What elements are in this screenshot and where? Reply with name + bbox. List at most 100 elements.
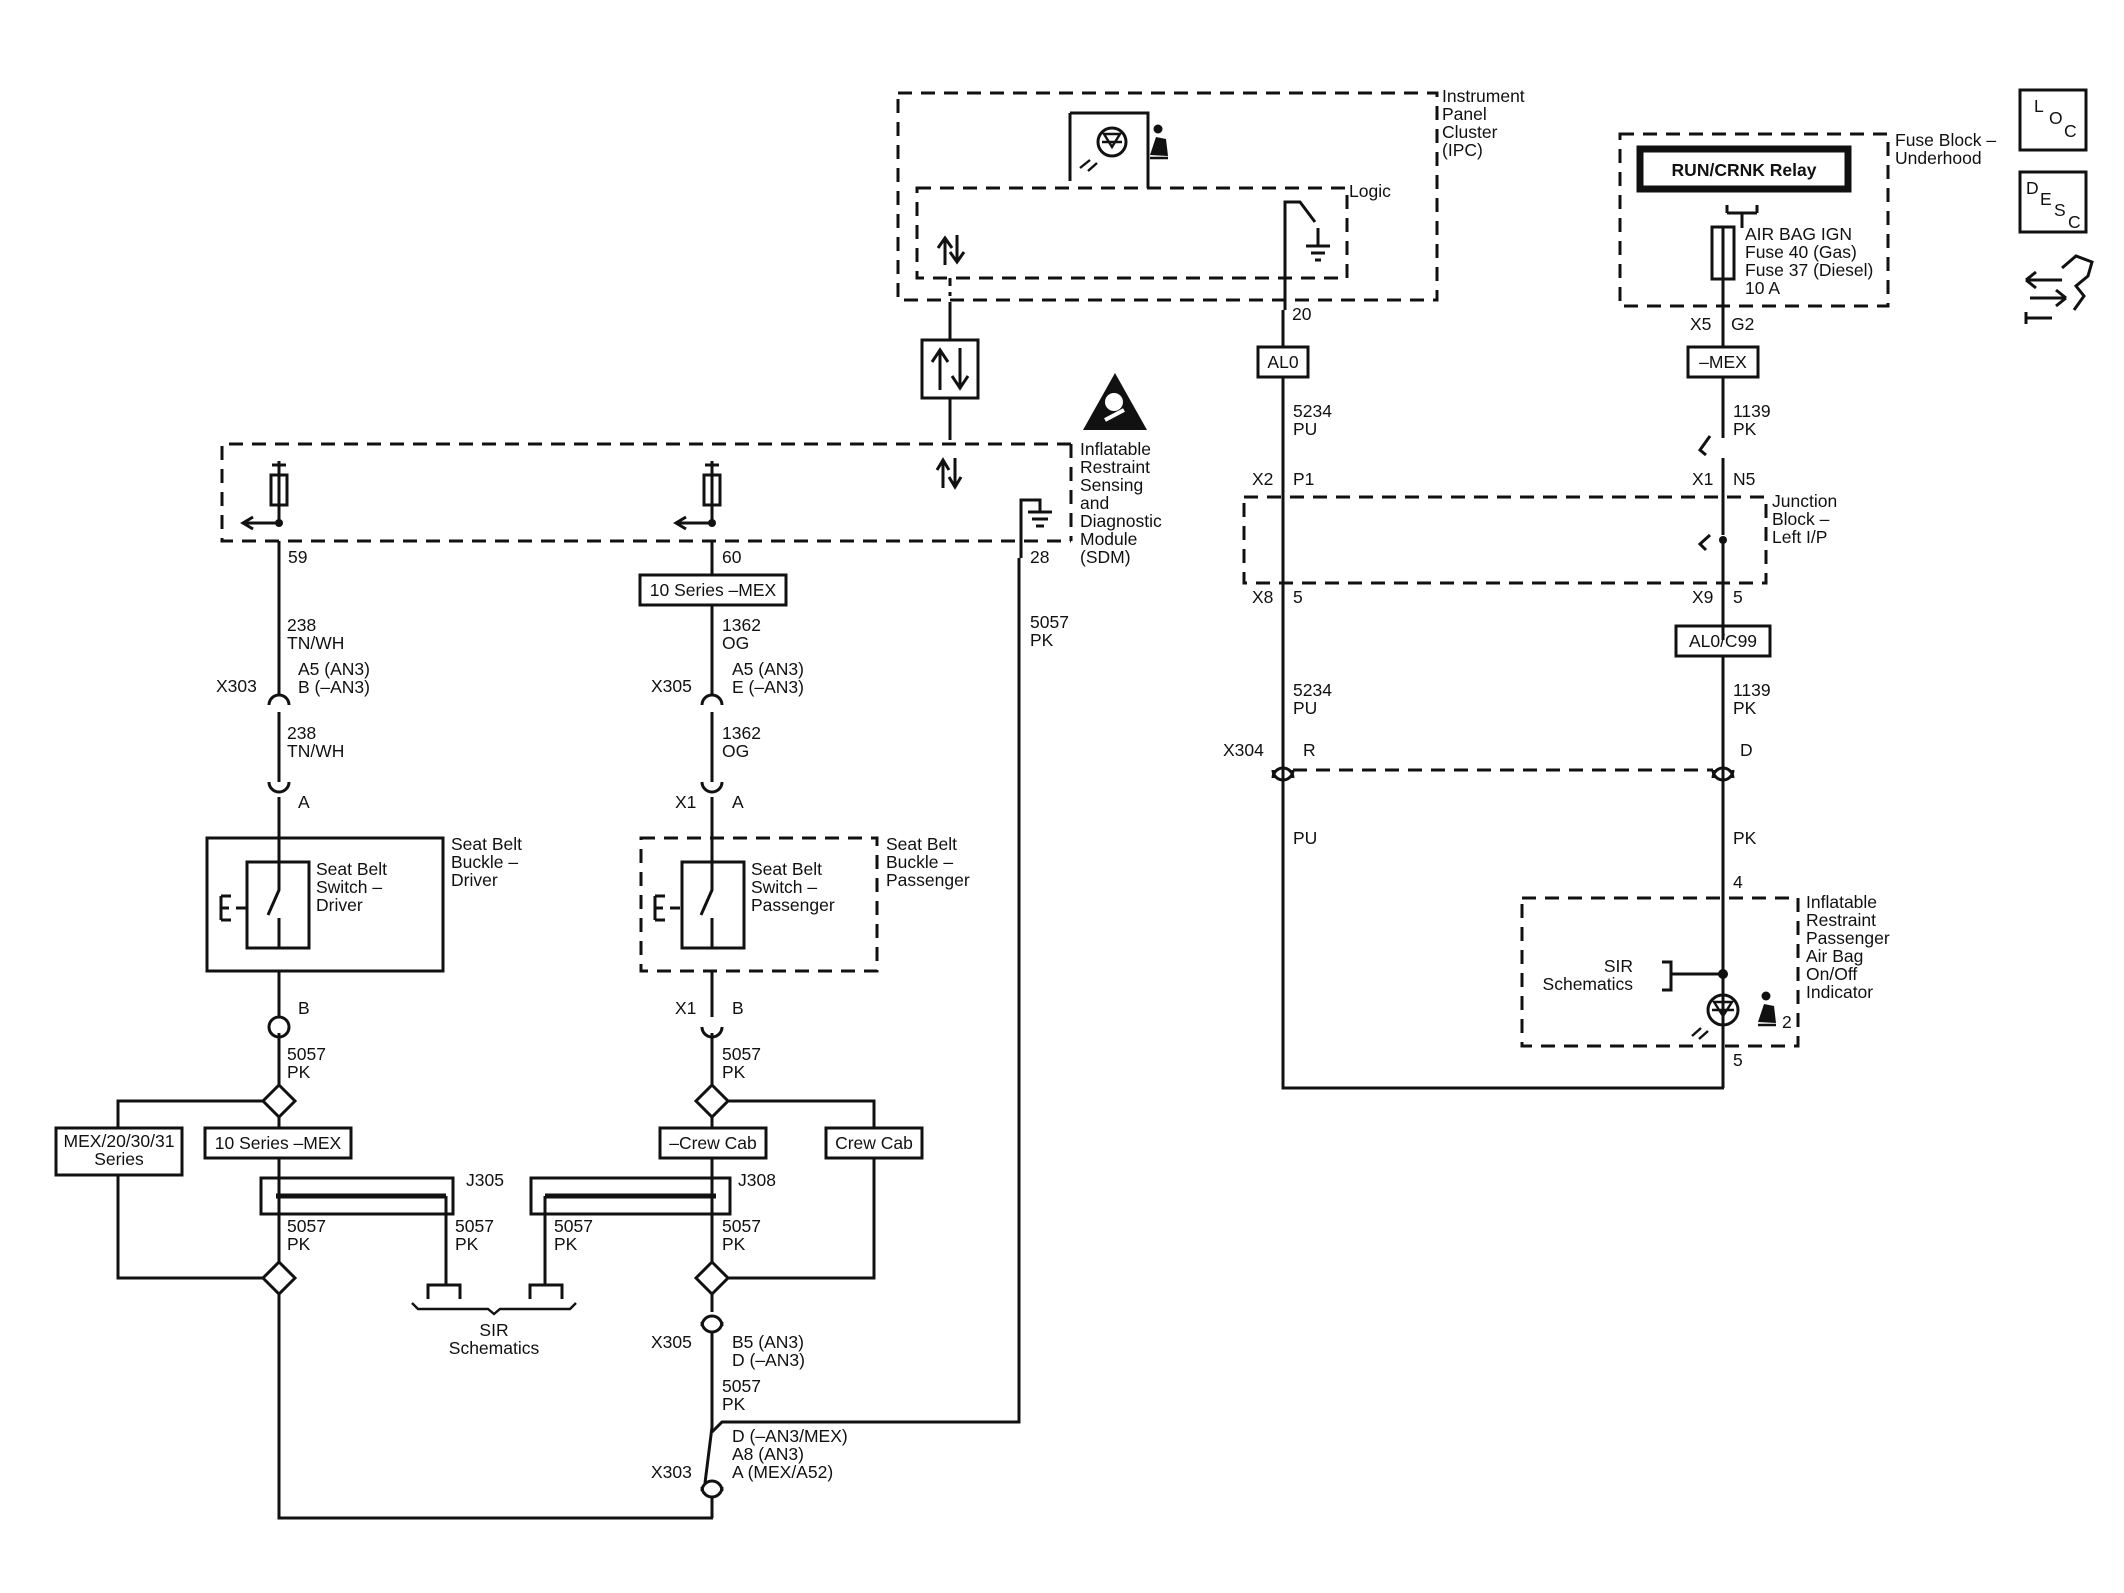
svg-text:L: L xyxy=(2034,96,2044,116)
fuse-line-3: Fuse 37 (Diesel) xyxy=(1745,260,1873,280)
seatbelt-occupant-icon xyxy=(1758,991,1776,1027)
loc-icon[interactable]: L O C xyxy=(2018,88,2088,152)
svg-text:N5: N5 xyxy=(1733,469,1755,489)
desc-icon[interactable]: D E S C xyxy=(2018,170,2088,234)
svg-text:C: C xyxy=(2068,212,2081,232)
tool-icon[interactable] xyxy=(2024,254,2094,324)
j305-splice-pack xyxy=(259,1176,455,1216)
wire-238-num-2: 238 xyxy=(287,723,316,743)
svg-text:S: S xyxy=(2054,200,2066,220)
svg-text:Air Bag: Air Bag xyxy=(1806,946,1863,966)
j305-label: J305 xyxy=(466,1170,504,1190)
sir-schematics-ref: SIR Schematics xyxy=(411,1283,577,1358)
svg-text:Inflatable: Inflatable xyxy=(1806,892,1877,912)
svg-text:O: O xyxy=(2049,108,2063,128)
ground-icon xyxy=(1019,498,1052,558)
svg-text:PU: PU xyxy=(1293,419,1317,439)
svg-text:5234: 5234 xyxy=(1293,401,1332,421)
svg-text:4: 4 xyxy=(1733,872,1743,892)
splice-diamond xyxy=(260,1259,298,1297)
svg-text:D (–AN3/MEX): D (–AN3/MEX) xyxy=(732,1426,848,1446)
indicator-lamp-icon xyxy=(1691,993,1740,1040)
svg-text:A5 (AN3): A5 (AN3) xyxy=(732,659,804,679)
svg-text:MEX/20/30/31: MEX/20/30/31 xyxy=(64,1131,175,1151)
svg-text:1139: 1139 xyxy=(1733,680,1771,700)
svg-text:5057: 5057 xyxy=(722,1044,761,1064)
svg-text:PK: PK xyxy=(1733,698,1757,718)
svg-text:–Crew Cab: –Crew Cab xyxy=(669,1133,757,1153)
svg-text:10 Series –MEX: 10 Series –MEX xyxy=(215,1133,342,1153)
ipc-lamp-box xyxy=(1068,111,1150,188)
ipc-title-2: Panel xyxy=(1442,104,1487,124)
svg-text:Passenger: Passenger xyxy=(751,895,835,915)
sdm-pin-28: 28 xyxy=(1030,547,1049,567)
svg-text:5057: 5057 xyxy=(287,1216,326,1236)
svg-text:X1: X1 xyxy=(675,792,696,812)
svg-text:5: 5 xyxy=(1733,587,1743,607)
switch-driver-1: Seat Belt xyxy=(316,859,387,879)
ipc-title-4: (IPC) xyxy=(1442,140,1483,160)
svg-text:X1: X1 xyxy=(1692,469,1713,489)
relay-label: RUN/CRNK Relay xyxy=(1672,160,1817,180)
serial-data-link xyxy=(920,278,980,490)
fuse-block-title-1: Fuse Block – xyxy=(1895,130,1996,150)
splice-diamond xyxy=(260,1082,298,1120)
svg-text:PK: PK xyxy=(722,1062,746,1082)
fuse-block-underhood: RUN/CRNK Relay AIR BAG IGN Fuse 40 (Gas)… xyxy=(1618,130,1996,308)
j308-label: J308 xyxy=(738,1170,776,1190)
svg-text:D: D xyxy=(1740,740,1753,760)
svg-text:AL0: AL0 xyxy=(1267,352,1298,372)
svg-text:X305: X305 xyxy=(651,676,692,696)
svg-text:AL0/C99: AL0/C99 xyxy=(1689,631,1757,651)
svg-text:PU: PU xyxy=(1293,698,1317,718)
svg-text:E: E xyxy=(2040,189,2052,209)
svg-text:2: 2 xyxy=(1782,1012,1792,1032)
passenger-switch-icon xyxy=(653,862,714,948)
svg-text:X9: X9 xyxy=(1692,587,1713,607)
svg-text:X1: X1 xyxy=(675,998,696,1018)
svg-text:Seat Belt: Seat Belt xyxy=(751,859,822,879)
svg-text:Series: Series xyxy=(94,1149,144,1169)
sdm-title-6: Module xyxy=(1080,529,1137,549)
x303-label: X303 xyxy=(216,676,257,696)
passenger-circuit: 10 Series –MEX 1362 OG A5 (AN3) E (–AN3)… xyxy=(529,541,1069,1518)
sdm-title-2: Restraint xyxy=(1080,457,1150,477)
x303-pin-a5: A5 (AN3) xyxy=(298,659,370,679)
sdm-28-wire-color: PK xyxy=(1030,630,1054,650)
driver-5057-color: PK xyxy=(287,1062,311,1082)
sdm-title-3: Sensing xyxy=(1080,475,1143,495)
fuse-line-1: AIR BAG IGN xyxy=(1745,224,1852,244)
x303-pin-b: B (–AN3) xyxy=(298,677,370,697)
svg-text:Crew Cab: Crew Cab xyxy=(835,1133,913,1153)
buckle-passenger-box xyxy=(639,836,879,973)
driver-switch-icon xyxy=(219,862,281,948)
switch-driver-2: Switch – xyxy=(316,877,382,897)
switch-driver-3: Driver xyxy=(316,895,363,915)
sdm-pin59-circuit xyxy=(240,461,289,531)
svg-text:Passenger: Passenger xyxy=(1806,928,1890,948)
svg-text:SIR: SIR xyxy=(1604,956,1633,976)
svg-text:A: A xyxy=(732,792,744,812)
svg-text:–MEX: –MEX xyxy=(1699,352,1747,372)
svg-text:5057: 5057 xyxy=(722,1376,761,1396)
ipc-module: Logic Instrument Panel Cluster (IPC) xyxy=(896,86,1525,310)
svg-text:X303: X303 xyxy=(651,1462,692,1482)
ipc-logic-label: Logic xyxy=(1349,181,1391,201)
driver-pin-b: B xyxy=(298,998,310,1018)
svg-text:PK: PK xyxy=(455,1234,479,1254)
driver-pin-a: A xyxy=(298,792,310,812)
svg-text:5057: 5057 xyxy=(554,1216,593,1236)
sdm-pin-59: 59 xyxy=(288,547,307,567)
logic-switch-icon xyxy=(1283,200,1330,310)
ipc-title-3: Cluster xyxy=(1442,122,1498,142)
buckle-driver-1: Seat Belt xyxy=(451,834,522,854)
fuse-line-4: 10 A xyxy=(1745,278,1780,298)
fuse-line-2: Fuse 40 (Gas) xyxy=(1745,242,1857,262)
svg-text:PK: PK xyxy=(554,1234,578,1254)
svg-text:C: C xyxy=(2064,121,2077,141)
fuse-block-title-2: Underhood xyxy=(1895,148,1982,168)
j308-splice-pack xyxy=(529,1176,732,1216)
svg-text:Restraint: Restraint xyxy=(1806,910,1876,930)
relay-contact-icon xyxy=(1725,205,1759,228)
svg-text:D (–AN3): D (–AN3) xyxy=(732,1350,805,1370)
